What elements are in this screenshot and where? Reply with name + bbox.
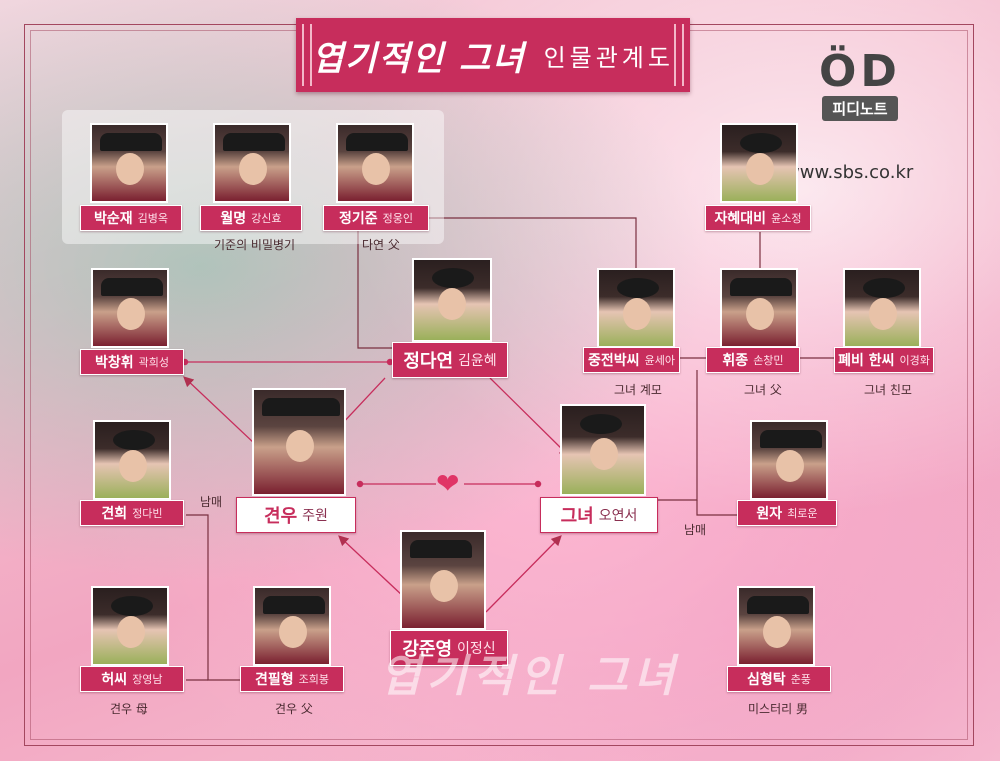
photo-jeong-dayeon xyxy=(412,258,492,342)
title-sub: 인물관계도 xyxy=(543,43,674,72)
note-dayeon-father: 다연 父 xyxy=(362,238,400,252)
photo-wolmyeong xyxy=(213,123,291,203)
photo-geunyeo xyxy=(560,404,646,496)
pdnote-logo: ÖD 피디노트 xyxy=(800,50,920,121)
photo-gyeonhui xyxy=(93,420,171,500)
photo-jahye xyxy=(720,123,798,203)
note-mystery-man: 미스터리 男 xyxy=(748,702,808,716)
photo-hwijong xyxy=(720,268,798,348)
title-main: 엽기적인 그녀 xyxy=(312,38,526,79)
photo-park-changhwi xyxy=(91,268,169,348)
note-siblings-left: 남매 xyxy=(200,495,223,509)
note-gijun-weapon: 기준의 비밀병기 xyxy=(214,238,296,252)
note-her-father: 그녀 父 xyxy=(744,383,782,397)
photo-gyeonwoo xyxy=(252,388,346,496)
photo-sim-hyeongtak xyxy=(737,586,815,666)
note-gyeonwoo-father: 견우 父 xyxy=(275,702,313,716)
photo-wonja xyxy=(750,420,828,500)
note-gyeonwoo-mother: 견우 母 xyxy=(110,702,148,716)
logo-url: www.sbs.co.kr xyxy=(785,162,914,183)
photo-jeong-gijun xyxy=(336,123,414,203)
photo-heossi xyxy=(91,586,169,666)
photo-kang-junyeong xyxy=(400,530,486,630)
photo-gyeon-pilhyeong xyxy=(253,586,331,666)
note-siblings-right: 남매 xyxy=(684,523,707,537)
photo-park-sunjae xyxy=(90,123,168,203)
logo-glyph: ÖD xyxy=(819,46,901,97)
watermark: 엽기적인 그녀 xyxy=(380,651,681,702)
photo-queen-park xyxy=(597,268,675,348)
logo-name: 피디노트 xyxy=(822,96,898,121)
title-banner: 엽기적인 그녀 인물관계도 xyxy=(296,18,690,92)
photo-deposed-han xyxy=(843,268,921,348)
heart-icon: ❤ xyxy=(436,467,460,500)
note-her-mother: 그녀 친모 xyxy=(864,383,912,397)
note-her-stepmother: 그녀 계모 xyxy=(614,383,662,397)
